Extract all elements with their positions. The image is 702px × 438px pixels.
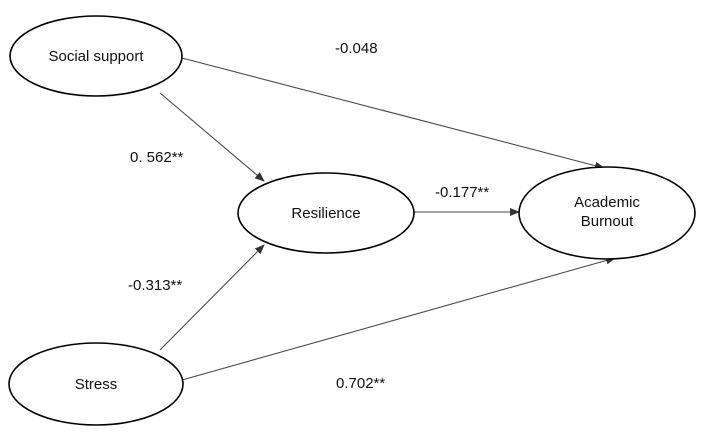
node-stress: Stress (8, 342, 184, 426)
node-academic-burnout: Academic Burnout (518, 166, 696, 260)
node-social-support: Social support (9, 15, 183, 97)
coef-stress-to-burnout: 0.702** (336, 375, 385, 392)
edge-stress-to-burnout (181, 256, 616, 381)
node-resilience-label: Resilience (291, 205, 360, 222)
node-academic-burnout-label-line2: Burnout (581, 213, 634, 230)
edge-social-to-resilience (159, 92, 265, 182)
coef-stress-to-resilience: -0.313** (128, 277, 182, 294)
coef-resilience-to-burnout: -0.177** (435, 184, 489, 201)
node-academic-burnout-label-line1: Academic (574, 194, 640, 211)
coef-social-to-resilience: 0. 562** (130, 149, 184, 166)
edge-stress-to-resilience (159, 244, 265, 351)
node-resilience: Resilience (237, 172, 415, 254)
edge-social-to-burnout (181, 57, 605, 170)
node-social-support-label: Social support (48, 48, 144, 65)
node-stress-label: Stress (75, 376, 118, 393)
coef-social-to-burnout: -0.048 (335, 40, 378, 57)
